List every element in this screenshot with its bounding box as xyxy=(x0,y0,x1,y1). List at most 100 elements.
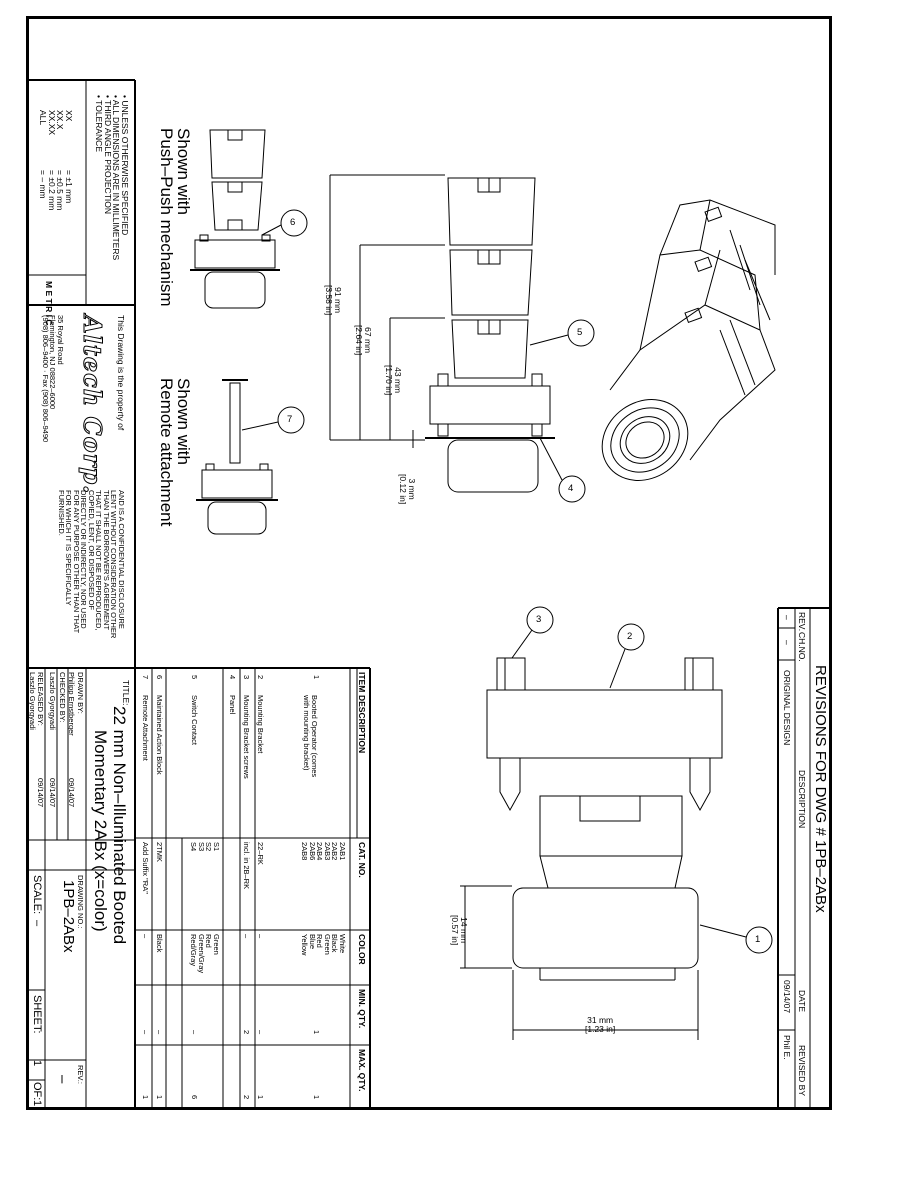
remote-view xyxy=(196,379,278,535)
bom-cat: Add Suffix "RA" xyxy=(141,842,150,894)
bom-item: 5 xyxy=(190,675,199,680)
dimension-91: 91 mm [3.58 in] xyxy=(325,285,344,315)
metric-letter: M xyxy=(44,281,54,289)
color: Green/Gray xyxy=(197,934,206,974)
dim-mm: 14 mm xyxy=(459,917,469,944)
bom-header-color: COLOR xyxy=(357,934,367,965)
released-label: RELEASED BY: xyxy=(36,672,45,726)
disclosure-line: AND IS A CONFIDENTIAL DISCLOSURE xyxy=(117,490,126,629)
bom-desc: Remote Attachment xyxy=(141,695,150,761)
rev-header: REV. xyxy=(797,612,807,632)
bom-item: 6 xyxy=(155,675,164,680)
tolerance-value: = ±0.2 mm xyxy=(47,170,57,211)
bom-desc: Mounting Bracket xyxy=(256,695,265,754)
of-value: 1 xyxy=(31,1100,43,1107)
desc-line: Booted Operator (comes xyxy=(310,695,319,778)
disclosure-line: DIRECTLY OR INDIRECTLY, NOR USED xyxy=(79,490,89,629)
bom-header-description: DESCRIPTION xyxy=(357,695,367,754)
checked-label: CHECKED BY: xyxy=(58,672,67,723)
bom-min: – xyxy=(256,1030,265,1035)
of-label: OF: xyxy=(31,1082,43,1101)
balloon-6: 6 xyxy=(290,217,296,228)
color: Green xyxy=(212,934,221,955)
bom-max: 6 xyxy=(190,1095,199,1100)
cat-no: S3 xyxy=(197,842,206,852)
cat-no: S1 xyxy=(212,842,221,852)
metric-letter: R xyxy=(44,306,54,313)
checked-name: Laszlo Gyorgyadi xyxy=(48,672,57,730)
dim-mm: 91 mm xyxy=(333,287,343,314)
drawn-label: DRAWN BY: xyxy=(76,672,85,714)
color: Blue xyxy=(308,934,317,950)
cat-no: 2AB1 xyxy=(338,842,347,861)
color: Yellow xyxy=(300,934,310,956)
bom-desc: Mounting Bracket screws xyxy=(242,695,251,779)
bom-cats: S1 S2 S3 S4 xyxy=(190,842,222,852)
balloon-5: 5 xyxy=(577,327,583,338)
bom-header-catno: CAT. NO. xyxy=(357,842,367,878)
company-logo: Altech Corp. xyxy=(78,315,108,495)
bom-desc: Maintained Action Block xyxy=(155,695,164,775)
caption-line: Shown with xyxy=(174,378,193,465)
balloon-7: 7 xyxy=(287,414,293,425)
bom-desc: Panel xyxy=(228,695,237,715)
company-address: 35 Royal Road Flemington, NJ 08822–6000 … xyxy=(41,315,65,442)
title-line-2: Momentary 2ABx (x=color) xyxy=(91,730,110,932)
remote-caption: Shown with Remote attachment xyxy=(157,378,193,527)
rev-label: REV.: xyxy=(76,1065,85,1084)
dim-mm: 31 mm xyxy=(587,1015,614,1025)
bom-min: – xyxy=(190,1030,199,1035)
bom-max: 2 xyxy=(242,1095,251,1100)
bom-header-maxqty: MAX. QTY. xyxy=(357,1049,367,1092)
drawn-date: 09/14/07 xyxy=(67,778,76,808)
dim-mm: 3 mm xyxy=(407,478,417,500)
tolerance-label: XX.X xyxy=(55,110,66,130)
revisions-block-lines xyxy=(777,607,830,1109)
dim-mm: 67 mm xyxy=(363,327,373,354)
bom-max: 1 xyxy=(155,1095,164,1100)
bom-min: – xyxy=(141,1030,150,1035)
tolerance-labels: XX XX.X XX.XX ALL xyxy=(39,110,75,135)
note-general: • UNLESS OTHERWISE SPECIFIED • ALL DIMEN… xyxy=(95,95,131,260)
bom-color: – xyxy=(141,934,150,939)
caption-line: Remote attachment xyxy=(157,378,176,527)
chno-value: – xyxy=(782,640,792,645)
disclosure-text: AND IS A CONFIDENTIAL DISCLOSURE LENT WI… xyxy=(57,490,126,638)
balloon-2: 2 xyxy=(627,631,633,642)
drawing-no-label: DRAWING NO.: xyxy=(76,875,85,929)
isometric-view xyxy=(601,199,776,481)
bom-item: 7 xyxy=(141,675,150,680)
revisions-title: REVISIONS FOR DWG # 1PB–2ABx xyxy=(812,665,829,913)
bom-cat: 2TMK xyxy=(155,842,164,863)
cat-no: 2AB6 xyxy=(308,842,317,861)
disclosure-line: THAT IT SHALL NOT BE REPRODUCED, xyxy=(94,490,104,631)
bom-color: Black xyxy=(155,934,164,953)
date-value: 09/14/07 xyxy=(782,980,792,1014)
cat-no: 2AB4 xyxy=(315,842,325,861)
bom-max: 1 xyxy=(141,1095,150,1100)
bom-min: 1 xyxy=(312,1030,321,1035)
dimension-31: 31 mm [1.23 in] xyxy=(585,1015,615,1035)
bom-max: 1 xyxy=(256,1095,265,1100)
address-line: Flemington, NJ 08822–6000 xyxy=(48,315,58,410)
scale-label: SCALE: xyxy=(31,875,43,915)
title-label: TITLE: xyxy=(121,680,131,706)
dim-in: [1.70 in] xyxy=(384,365,395,396)
bom-min: – xyxy=(155,1030,164,1035)
dimension-14: 14 mm [0.57 in] xyxy=(451,915,470,945)
title-line-1: 22 mm Non–Illuminated Booted xyxy=(110,706,129,945)
bom-colors: Green Red Green/Gray Red/Gray xyxy=(190,934,222,974)
bom-min: 2 xyxy=(242,1030,251,1035)
dimension-67: 67 mm [2.64 in] xyxy=(355,325,374,355)
description-value: ORIGINAL DESIGN xyxy=(782,670,792,746)
balloon-3: 3 xyxy=(536,614,542,625)
bom-desc: Booted Operator (comes with mounting bra… xyxy=(303,695,320,778)
metric-letter: T xyxy=(44,298,54,304)
released-date: 09/14/07 xyxy=(36,778,45,808)
caption-line: Shown with xyxy=(174,128,193,215)
sheet-label: SHEET: xyxy=(31,995,43,1034)
checked-date: 09/14/07 xyxy=(48,778,57,808)
push-push-caption: Shown with Push–Push mechanism xyxy=(157,128,193,307)
dim-in: [0.12 in] xyxy=(398,474,409,505)
cat-no: 2AB8 xyxy=(300,842,310,861)
